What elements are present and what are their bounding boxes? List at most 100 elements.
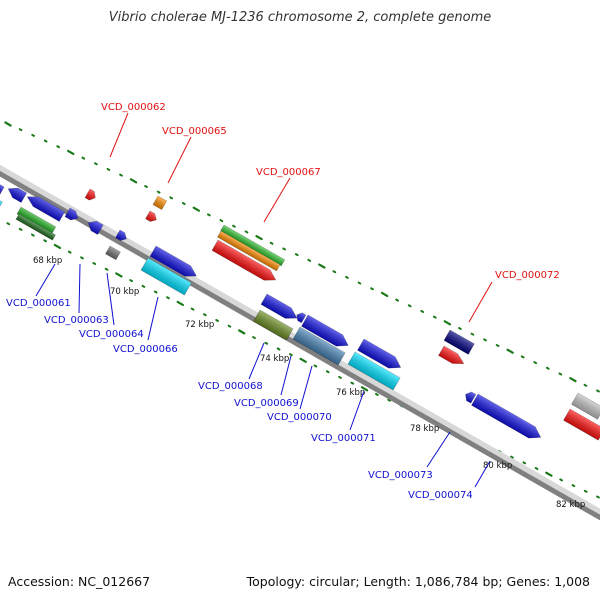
gene-vcd-000065-red: [145, 210, 157, 222]
scale-dot: [206, 213, 211, 217]
scale-dot: [571, 484, 576, 488]
scale-dot: [583, 489, 588, 493]
scale-dot: [288, 353, 293, 357]
leader-line: [349, 390, 365, 431]
scale-dot: [81, 156, 86, 160]
gene-vcd-000073: [465, 391, 477, 404]
scale-dot: [31, 133, 35, 137]
leader-line: [109, 112, 129, 158]
gene-vcd-000070a: [301, 314, 349, 347]
gene-block-b: [7, 187, 28, 203]
scale-dot: [92, 262, 97, 266]
leader-line: [280, 355, 292, 396]
scale-dot: [53, 243, 62, 250]
gene-vcd-000072-red: [438, 345, 465, 365]
scale-dot: [18, 128, 23, 132]
gene-vcd-000069: [296, 312, 307, 324]
scale-dot: [67, 149, 75, 155]
gene-red-edge: [563, 408, 600, 441]
scale-dot: [106, 167, 111, 171]
scale-dot: [181, 202, 186, 206]
scale-dot: [43, 139, 48, 143]
scale-dot: [338, 375, 342, 379]
leader-line: [426, 431, 451, 468]
scale-dot: [443, 320, 452, 326]
scale-dot: [215, 318, 220, 322]
gene-label: VCD_000069: [234, 398, 299, 409]
gene-label: VCD_000070: [267, 412, 332, 423]
gene-label: VCD_000064: [79, 329, 144, 340]
leader-line: [35, 263, 56, 297]
scale-dot: [558, 372, 563, 376]
scale-tick-label: 70 kbp: [110, 287, 139, 297]
scale-dot: [520, 355, 525, 359]
scale-dot: [115, 272, 123, 278]
scale-dot: [325, 370, 330, 374]
gene-label: VCD_000071: [311, 433, 376, 444]
scale-dot: [269, 241, 274, 245]
scale-dot: [56, 145, 61, 149]
scale-dot: [129, 178, 138, 184]
scale-dot: [470, 332, 475, 336]
gene-label: VCD_000063: [44, 315, 109, 326]
gene-features: [0, 182, 600, 441]
gene-vcd-000067: [211, 239, 277, 281]
gene-vcd-000071: [347, 351, 401, 391]
scale-dot: [30, 233, 35, 237]
gene-vcd-000063: [87, 220, 104, 235]
scale-dot: [119, 173, 123, 177]
scale-dot: [387, 398, 392, 402]
leader-line: [78, 263, 81, 314]
scale-dot: [67, 250, 72, 254]
scale-dot: [407, 304, 412, 308]
scale-dot: [313, 364, 318, 368]
scale-dot: [458, 327, 462, 331]
gene-vcd-000065: [152, 195, 168, 211]
accession-label: Accession: NC_012667: [8, 574, 151, 589]
scale-dot: [244, 230, 249, 234]
scale-dot: [510, 455, 514, 459]
scale-dot: [395, 298, 400, 302]
gene-vcd-000063b: [115, 229, 127, 241]
scale-dot: [332, 270, 337, 274]
gene-grey-edge: [571, 392, 600, 420]
scale-dot: [176, 300, 184, 306]
gene-label: VCD_000073: [368, 470, 433, 481]
scale-dot: [6, 222, 11, 226]
scale-dot: [522, 461, 527, 465]
gene-vcd-000066a: [149, 245, 197, 277]
scale-dot: [545, 471, 553, 477]
gene-label: VCD_000074: [408, 490, 473, 501]
scale-dot: [129, 279, 134, 283]
scale-dot: [156, 190, 161, 194]
scale-dot: [583, 383, 588, 387]
scale-dot: [18, 227, 23, 231]
leader-line: [468, 281, 493, 323]
scale-dot: [307, 258, 312, 262]
gene-vcd-000071a: [357, 338, 402, 369]
leader-line: [248, 342, 265, 380]
scale-dot: [80, 256, 84, 260]
scale-dot: [380, 291, 389, 298]
scale-dot: [94, 162, 98, 166]
scale-dot: [432, 315, 437, 319]
gene-vcd-000061: [15, 213, 56, 241]
scale-tick-label: 68 kbp: [33, 256, 62, 266]
scale-dot: [104, 267, 109, 271]
gene-vcd-000072: [443, 329, 475, 355]
scale-dot: [534, 467, 539, 471]
gene-vcd-000067-green: [220, 224, 286, 267]
scale-tick-label: 80 kbp: [483, 461, 512, 471]
leader-line: [474, 460, 491, 488]
gene-vcd-000064: [105, 245, 121, 261]
scale-dot: [141, 284, 146, 288]
scale-dot: [596, 495, 600, 499]
scale-dot: [166, 296, 170, 300]
scale-dot: [238, 329, 246, 335]
gene-vcd-000074: [471, 393, 542, 439]
gene-vcd-000067-orange: [217, 230, 281, 272]
scale-dot: [153, 290, 158, 294]
leader-line: [147, 296, 159, 341]
